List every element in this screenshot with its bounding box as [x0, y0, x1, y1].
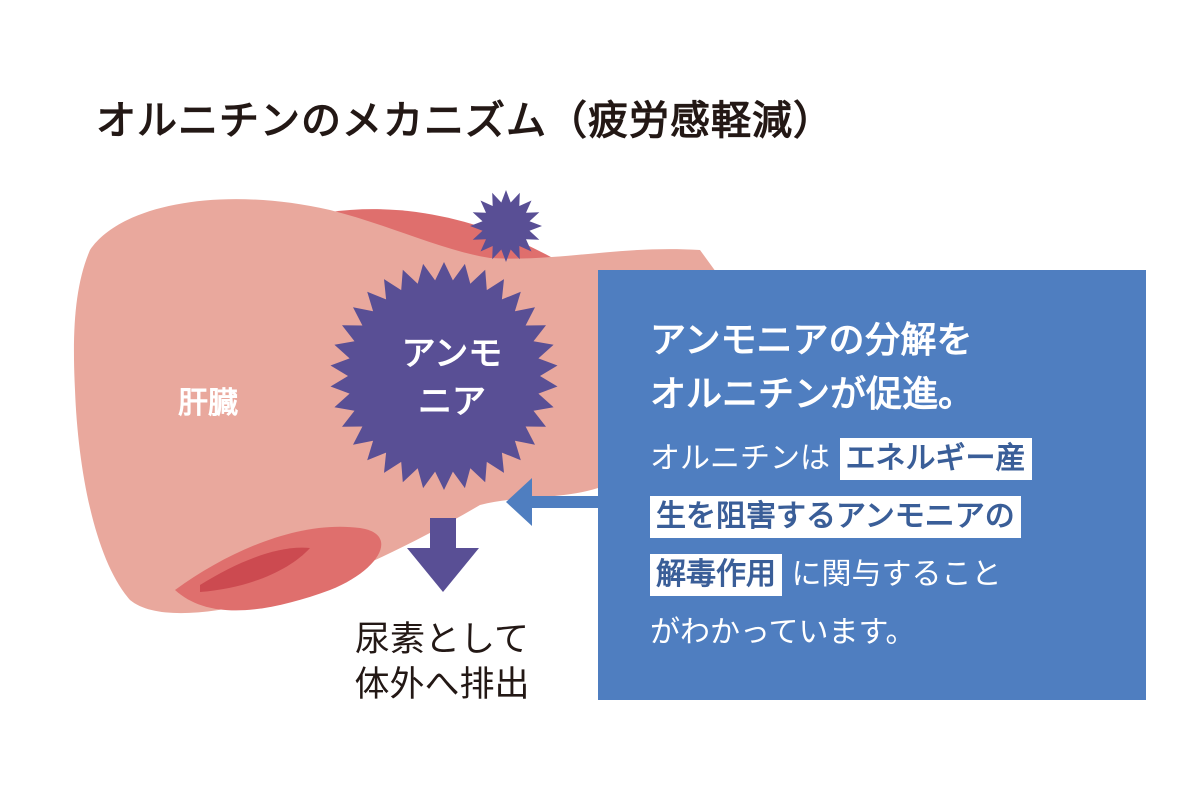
body-text: に関与すること: [791, 557, 1002, 592]
excretion-line2: 体外へ排出: [354, 665, 530, 705]
body-line-4: がわかっています。: [650, 612, 1146, 670]
liver-label: 肝臓: [178, 386, 238, 421]
page-title: オルニチンのメカニズム（疲労感軽減）: [96, 98, 834, 144]
excretion-text: 尿素として 体外へ排出: [352, 618, 532, 708]
highlight-text: 生を阻害するアンモニアの: [650, 496, 1021, 538]
info-box: アンモニアの分解を オルニチンが促進。 オルニチンは エネルギー産 生を阻害する…: [598, 270, 1146, 700]
highlight-text: エネルギー産: [839, 438, 1032, 480]
ammonia-label-line1: アンモ: [401, 334, 503, 374]
ammonia-label: アンモ ニア: [372, 330, 532, 426]
body-text: オルニチンは: [650, 441, 830, 476]
headline-line2: オルニチンが促進。: [650, 374, 975, 415]
left-arrow-icon: [506, 478, 600, 526]
info-headline: アンモニアの分解を オルニチンが促進。: [650, 314, 1146, 422]
highlight-text: 解毒作用: [650, 554, 782, 596]
ammonia-label-line2: ニア: [418, 382, 486, 422]
body-line-1: オルニチンは エネルギー産: [650, 438, 1146, 496]
headline-line1: アンモニアの分解を: [650, 320, 973, 361]
excretion-line1: 尿素として: [355, 620, 529, 660]
body-line-2: 生を阻害するアンモニアの: [650, 496, 1146, 554]
down-arrow-icon: [407, 518, 479, 592]
body-line-3: 解毒作用 に関与すること: [650, 554, 1146, 612]
body-text: がわかっています。: [650, 615, 916, 650]
ammonia-large-burst: [330, 262, 558, 490]
liver-underside-deep: [200, 547, 310, 592]
ammonia-small-burst: [470, 190, 542, 262]
